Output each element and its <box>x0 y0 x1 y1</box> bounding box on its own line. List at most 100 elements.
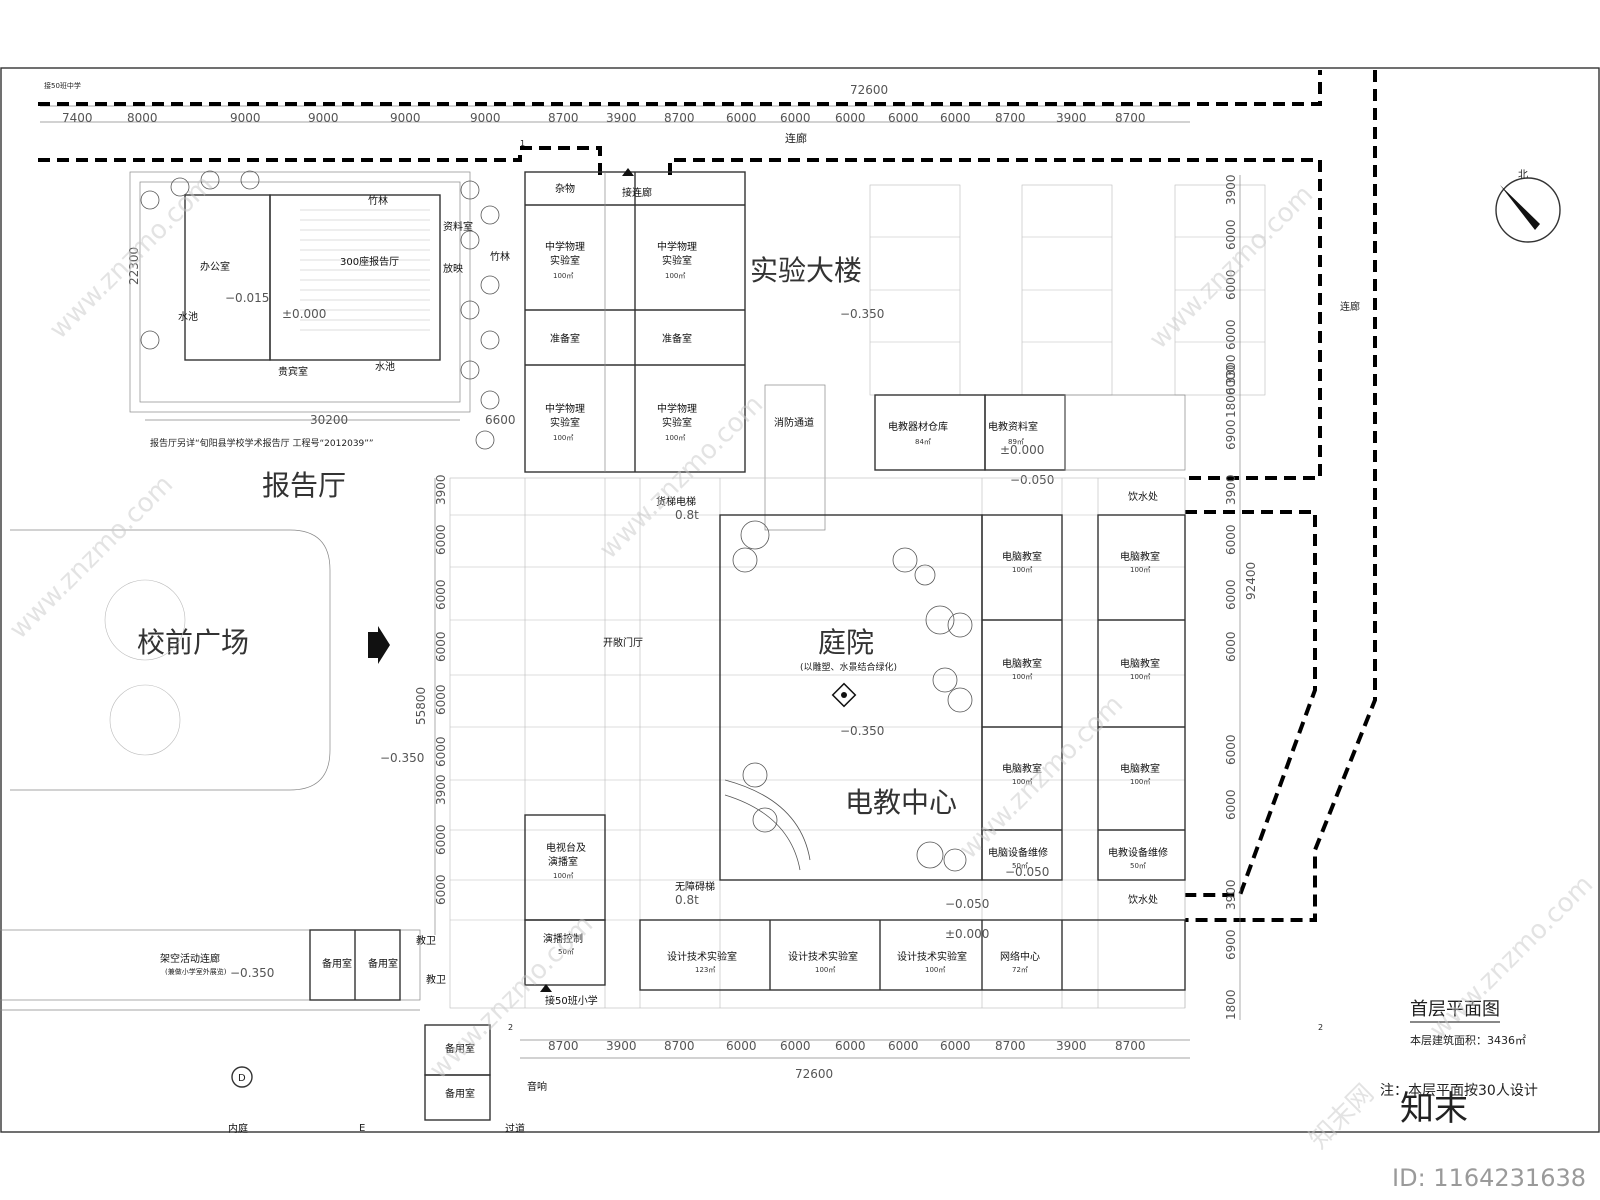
level: −0.015 <box>225 291 269 305</box>
fire-lane <box>764 384 826 531</box>
top-corridor-label: 连廊 <box>785 131 807 145</box>
dim: 8700 <box>995 111 1026 125</box>
room-label: 电脑设备维修 <box>988 846 1048 859</box>
room-label: 电脑教室 <box>1120 657 1160 670</box>
top-note: 接50班中学 <box>44 81 81 90</box>
dim: 6000 <box>434 684 448 715</box>
right-total-dimension: 92400 <box>1244 562 1258 600</box>
dim: 3900 <box>1224 474 1238 505</box>
room-label: 设计技术实验室 <box>667 950 737 963</box>
room-label: 中学物理 <box>657 402 697 415</box>
dim: 6000 <box>726 111 757 125</box>
level: ±0.000 <box>282 307 326 321</box>
floor-area: 本层建筑面积：3436㎡ <box>1410 1033 1526 1047</box>
dim: 8700 <box>548 1039 579 1053</box>
lab-courts <box>869 184 1266 396</box>
room-area: 100㎡ <box>553 872 573 880</box>
room-label: 演播室 <box>548 855 578 868</box>
connect-corridor-label: 接连廊 <box>622 186 652 199</box>
room-area: 100㎡ <box>1130 566 1150 574</box>
dim: 3900 <box>1224 879 1238 910</box>
dim: 6000 <box>434 524 448 555</box>
room-area: 100㎡ <box>665 272 685 280</box>
report-hall-complex: 300座报告厅 办公室 水池 水池 贵宾室 资料室 放映 竹林 竹林 −0.01… <box>127 170 516 450</box>
pool-label: 水池 <box>178 310 198 323</box>
north-compass-icon: 北 <box>1495 169 1561 243</box>
entrance-arrow-icon <box>368 626 390 664</box>
room-label: 准备室 <box>662 332 692 345</box>
fire-lane-label: 消防通道 <box>774 416 814 429</box>
room-label: 电脑教室 <box>1002 550 1042 563</box>
connect-school-label: 接50班小学 <box>545 994 598 1007</box>
dim: 9000 <box>390 111 421 125</box>
dim: 6000 <box>434 824 448 855</box>
level: −0.050 <box>945 897 989 911</box>
room-area: 50㎡ <box>1130 862 1146 870</box>
compass-label: 北 <box>1518 169 1528 181</box>
dim: 6000 <box>1224 364 1238 395</box>
dim: 1800 <box>1224 989 1238 1020</box>
room-area: 72㎡ <box>1012 966 1028 974</box>
bamboo1-label: 竹林 <box>368 194 388 207</box>
courtyard-sculpture-icon <box>831 682 857 708</box>
room-label: 中学物理 <box>545 402 585 415</box>
room-label: 中学物理 <box>545 240 585 253</box>
dim: 6000 <box>835 111 866 125</box>
studio-control-room <box>524 919 606 986</box>
dim: 6000 <box>835 1039 866 1053</box>
control-label: 放映 <box>443 262 463 275</box>
dim: 8700 <box>664 1039 695 1053</box>
drawing-title: 首层平面图 <box>1410 999 1500 1020</box>
front-plaza-label: 校前广场 <box>137 626 249 659</box>
dim: 8700 <box>548 111 579 125</box>
dim: 6900 <box>1224 929 1238 960</box>
courtyard-note: (以雕塑、水景结合绿化) <box>800 661 897 673</box>
dim: 3900 <box>606 1039 637 1053</box>
room-area: 84㎡ <box>915 438 931 446</box>
dim: 6000 <box>434 874 448 905</box>
room-label: 中学物理 <box>657 240 697 253</box>
level: −0.350 <box>840 724 884 738</box>
room-label: 过道 <box>505 1122 525 1135</box>
grid-bubble-label: E <box>359 1123 365 1134</box>
watermark-text: www.znzmo.com <box>954 690 1129 865</box>
up-arrow-icon <box>622 168 634 176</box>
grid-bubble <box>231 1066 253 1088</box>
dim: 6000 <box>434 631 448 662</box>
drinking-label: 饮水处 <box>1128 490 1158 503</box>
room-label: 实验室 <box>662 416 692 429</box>
bottom-total-dimension: 72600 <box>795 1067 833 1081</box>
stilt-corridor-block: 架空活动连廊 (兼做小学室外展览) 备用室 备用室 备用室 备用室 教卫 教卫 … <box>0 929 547 1135</box>
dim: 8700 <box>995 1039 1026 1053</box>
room-area: 123㎡ <box>695 966 715 974</box>
dim: 8700 <box>664 111 695 125</box>
dim: 7400 <box>62 111 93 125</box>
room-label: 演播控制 <box>543 932 583 945</box>
dim: 6000 <box>1224 524 1238 555</box>
room-label: 杂物 <box>555 182 575 195</box>
dim: 1800 <box>1224 387 1238 418</box>
level: −0.350 <box>230 966 274 980</box>
watermark-logo: 知末 <box>1400 1089 1468 1129</box>
room-label: 电脑教室 <box>1002 657 1042 670</box>
lab-rooms: 杂物 接连廊 中学物理 实验室 100㎡ 中学物理 实验室 100㎡ 准备室 准… <box>524 168 746 473</box>
dim: 6000 <box>1224 319 1238 350</box>
room-area: 50㎡ <box>1012 862 1028 870</box>
dim: 6000 <box>940 111 971 125</box>
dim: 6000 <box>1224 734 1238 765</box>
room-area: 100㎡ <box>665 434 685 442</box>
dim: 6000 <box>1224 789 1238 820</box>
dim: 6000 <box>888 1039 919 1053</box>
restroom-block <box>1064 394 1186 471</box>
dim: 6000 <box>1224 631 1238 662</box>
computer-rooms: 电脑教室 100㎡ 电脑教室 100㎡ 电脑教室 100㎡ 电脑教室 100㎡ … <box>981 514 1186 881</box>
level: ±0.000 <box>1000 443 1044 457</box>
dim: 6000 <box>780 111 811 125</box>
room-label: 电视台及 <box>546 841 586 854</box>
dim: 9000 <box>308 111 339 125</box>
room-label: 实验室 <box>550 416 580 429</box>
room-label: 教卫 <box>426 973 446 986</box>
office-label: 办公室 <box>200 260 230 273</box>
room-label: 备用室 <box>445 1042 475 1055</box>
